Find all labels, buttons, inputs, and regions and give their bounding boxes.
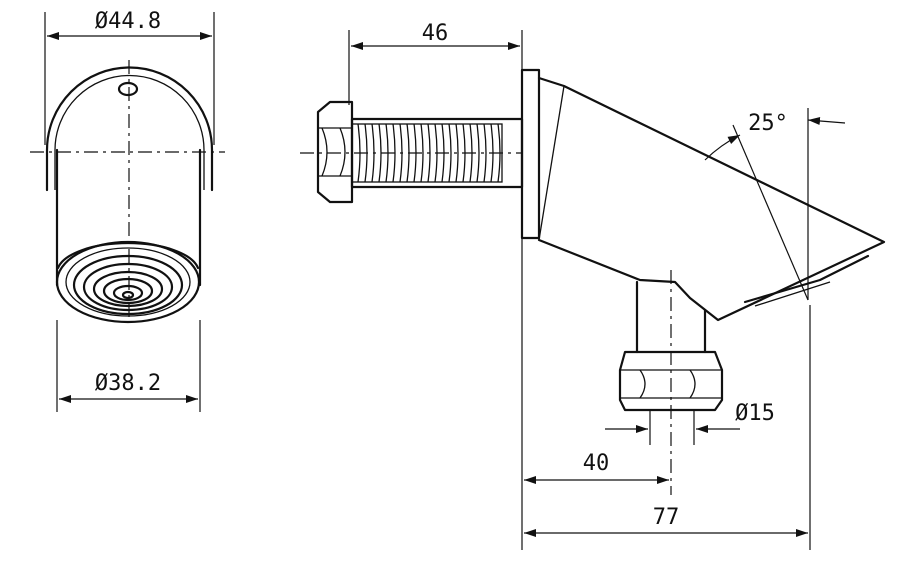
- thread-ridge: [399, 123, 403, 183]
- thread-ridge: [469, 123, 473, 183]
- thread-ridge: [476, 123, 480, 183]
- thread-ridge: [385, 123, 389, 183]
- thread-ridge: [490, 123, 494, 183]
- flange: [520, 68, 541, 240]
- dim-aerator-diameter: Ø38.2: [95, 371, 161, 396]
- aerator-face: [55, 240, 201, 324]
- dim-inlet-diameter: Ø15: [735, 401, 775, 426]
- thread-ridge: [371, 123, 375, 183]
- thread-ridge: [455, 123, 459, 183]
- dim-inlet-offset: 40: [583, 451, 610, 476]
- thread-ridge: [357, 123, 361, 183]
- dim-thread-length: 46: [422, 21, 449, 46]
- thread-ridge: [392, 123, 396, 183]
- thread-ridge: [448, 123, 452, 183]
- thread-ridge: [434, 123, 438, 183]
- thread-ridge: [462, 123, 466, 183]
- thread-ridges: [357, 123, 501, 183]
- thread-ridge: [497, 123, 501, 183]
- thread-ridge: [406, 123, 410, 183]
- front-view: Ø44.8 Ø38.2: [30, 9, 225, 412]
- dim-outer-diameter: Ø44.8: [95, 9, 161, 34]
- dim-spout-angle: 25°: [748, 111, 788, 136]
- hex-nut: [316, 100, 354, 204]
- thread-ridge: [364, 123, 368, 183]
- dim-spout-projection: 77: [653, 505, 680, 530]
- thread-ridge: [427, 123, 431, 183]
- thread-ridge: [420, 123, 424, 183]
- thread-ridge: [378, 123, 382, 183]
- spout-body: [537, 76, 886, 322]
- side-view: 46 25° Ø15 40 77: [300, 21, 886, 550]
- thread-ridge: [441, 123, 445, 183]
- thread-ridge: [483, 123, 487, 183]
- thread-ridge: [413, 123, 417, 183]
